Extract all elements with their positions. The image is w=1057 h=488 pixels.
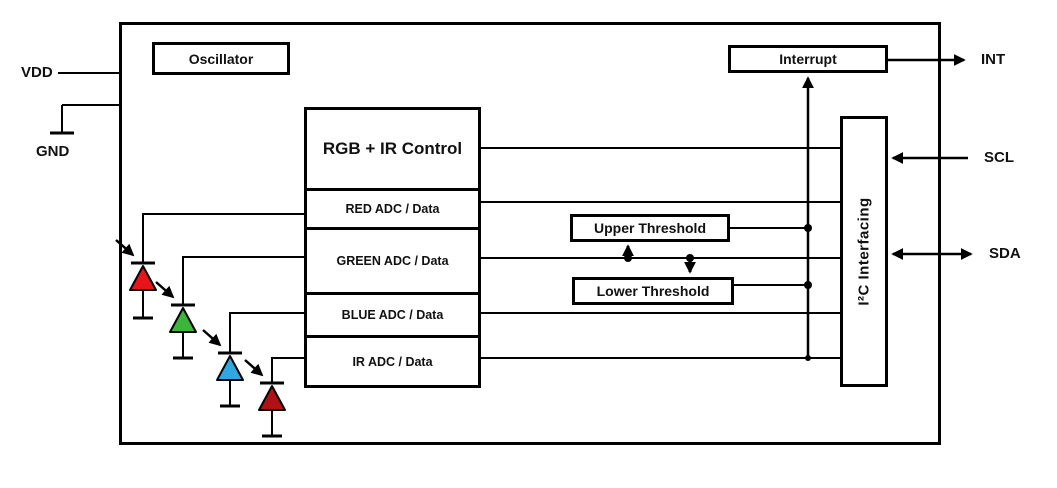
green-photodiode xyxy=(155,256,305,360)
red-photodiode xyxy=(115,213,305,320)
oscillator-label: Oscillator xyxy=(188,50,254,67)
i2c-interfacing-label: I²C Interfacing xyxy=(855,197,873,306)
light-arrow xyxy=(202,329,222,347)
light-arrow xyxy=(115,239,135,257)
green-adc-row: GREEN ADC / Data xyxy=(307,227,478,292)
rgb-ir-control-label: RGB + IR Control xyxy=(322,139,463,158)
upper-threshold-block: Upper Threshold xyxy=(570,214,730,242)
chip-boundary xyxy=(119,22,941,445)
pin-label-vdd: VDD xyxy=(21,64,53,81)
data-bus-wires xyxy=(480,147,841,359)
upper-threshold-label: Upper Threshold xyxy=(593,220,706,236)
pin-label-gnd: GND xyxy=(36,143,70,160)
pin-label-sda: SDA xyxy=(989,245,1021,262)
rgb-ir-control-row: RGB + IR Control xyxy=(307,110,478,188)
interrupt-label: Interrupt xyxy=(779,51,837,67)
ir-adc-row: IR ADC / Data xyxy=(307,335,478,385)
light-arrow xyxy=(155,281,175,299)
threshold-wires xyxy=(730,227,808,286)
blue-adc-label: BLUE ADC / Data xyxy=(341,308,444,322)
oscillator-block: Oscillator xyxy=(152,42,290,75)
blue-adc-row: BLUE ADC / Data xyxy=(307,292,478,335)
junction-dot xyxy=(624,254,632,262)
blue-photodiode xyxy=(202,312,305,408)
ir-adc-label: IR ADC / Data xyxy=(352,354,433,369)
rgb-ir-control-block: RGB + IR Control RED ADC / Data GREEN AD… xyxy=(304,107,481,388)
green-adc-label: GREEN ADC / Data xyxy=(336,254,449,268)
lower-threshold-label: Lower Threshold xyxy=(596,283,710,299)
i2c-interfacing-block: I²C Interfacing xyxy=(840,116,888,387)
ir-photodiode xyxy=(244,357,305,438)
interrupt-block: Interrupt xyxy=(728,45,888,73)
red-adc-label: RED ADC / Data xyxy=(345,202,440,216)
lower-threshold-block: Lower Threshold xyxy=(572,277,734,305)
junction-dot xyxy=(686,254,694,262)
pin-label-scl: SCL xyxy=(984,149,1014,166)
light-arrow xyxy=(244,359,264,377)
gnd-wire xyxy=(50,104,120,135)
red-adc-row: RED ADC / Data xyxy=(307,188,478,227)
pin-label-int: INT xyxy=(981,51,1006,68)
